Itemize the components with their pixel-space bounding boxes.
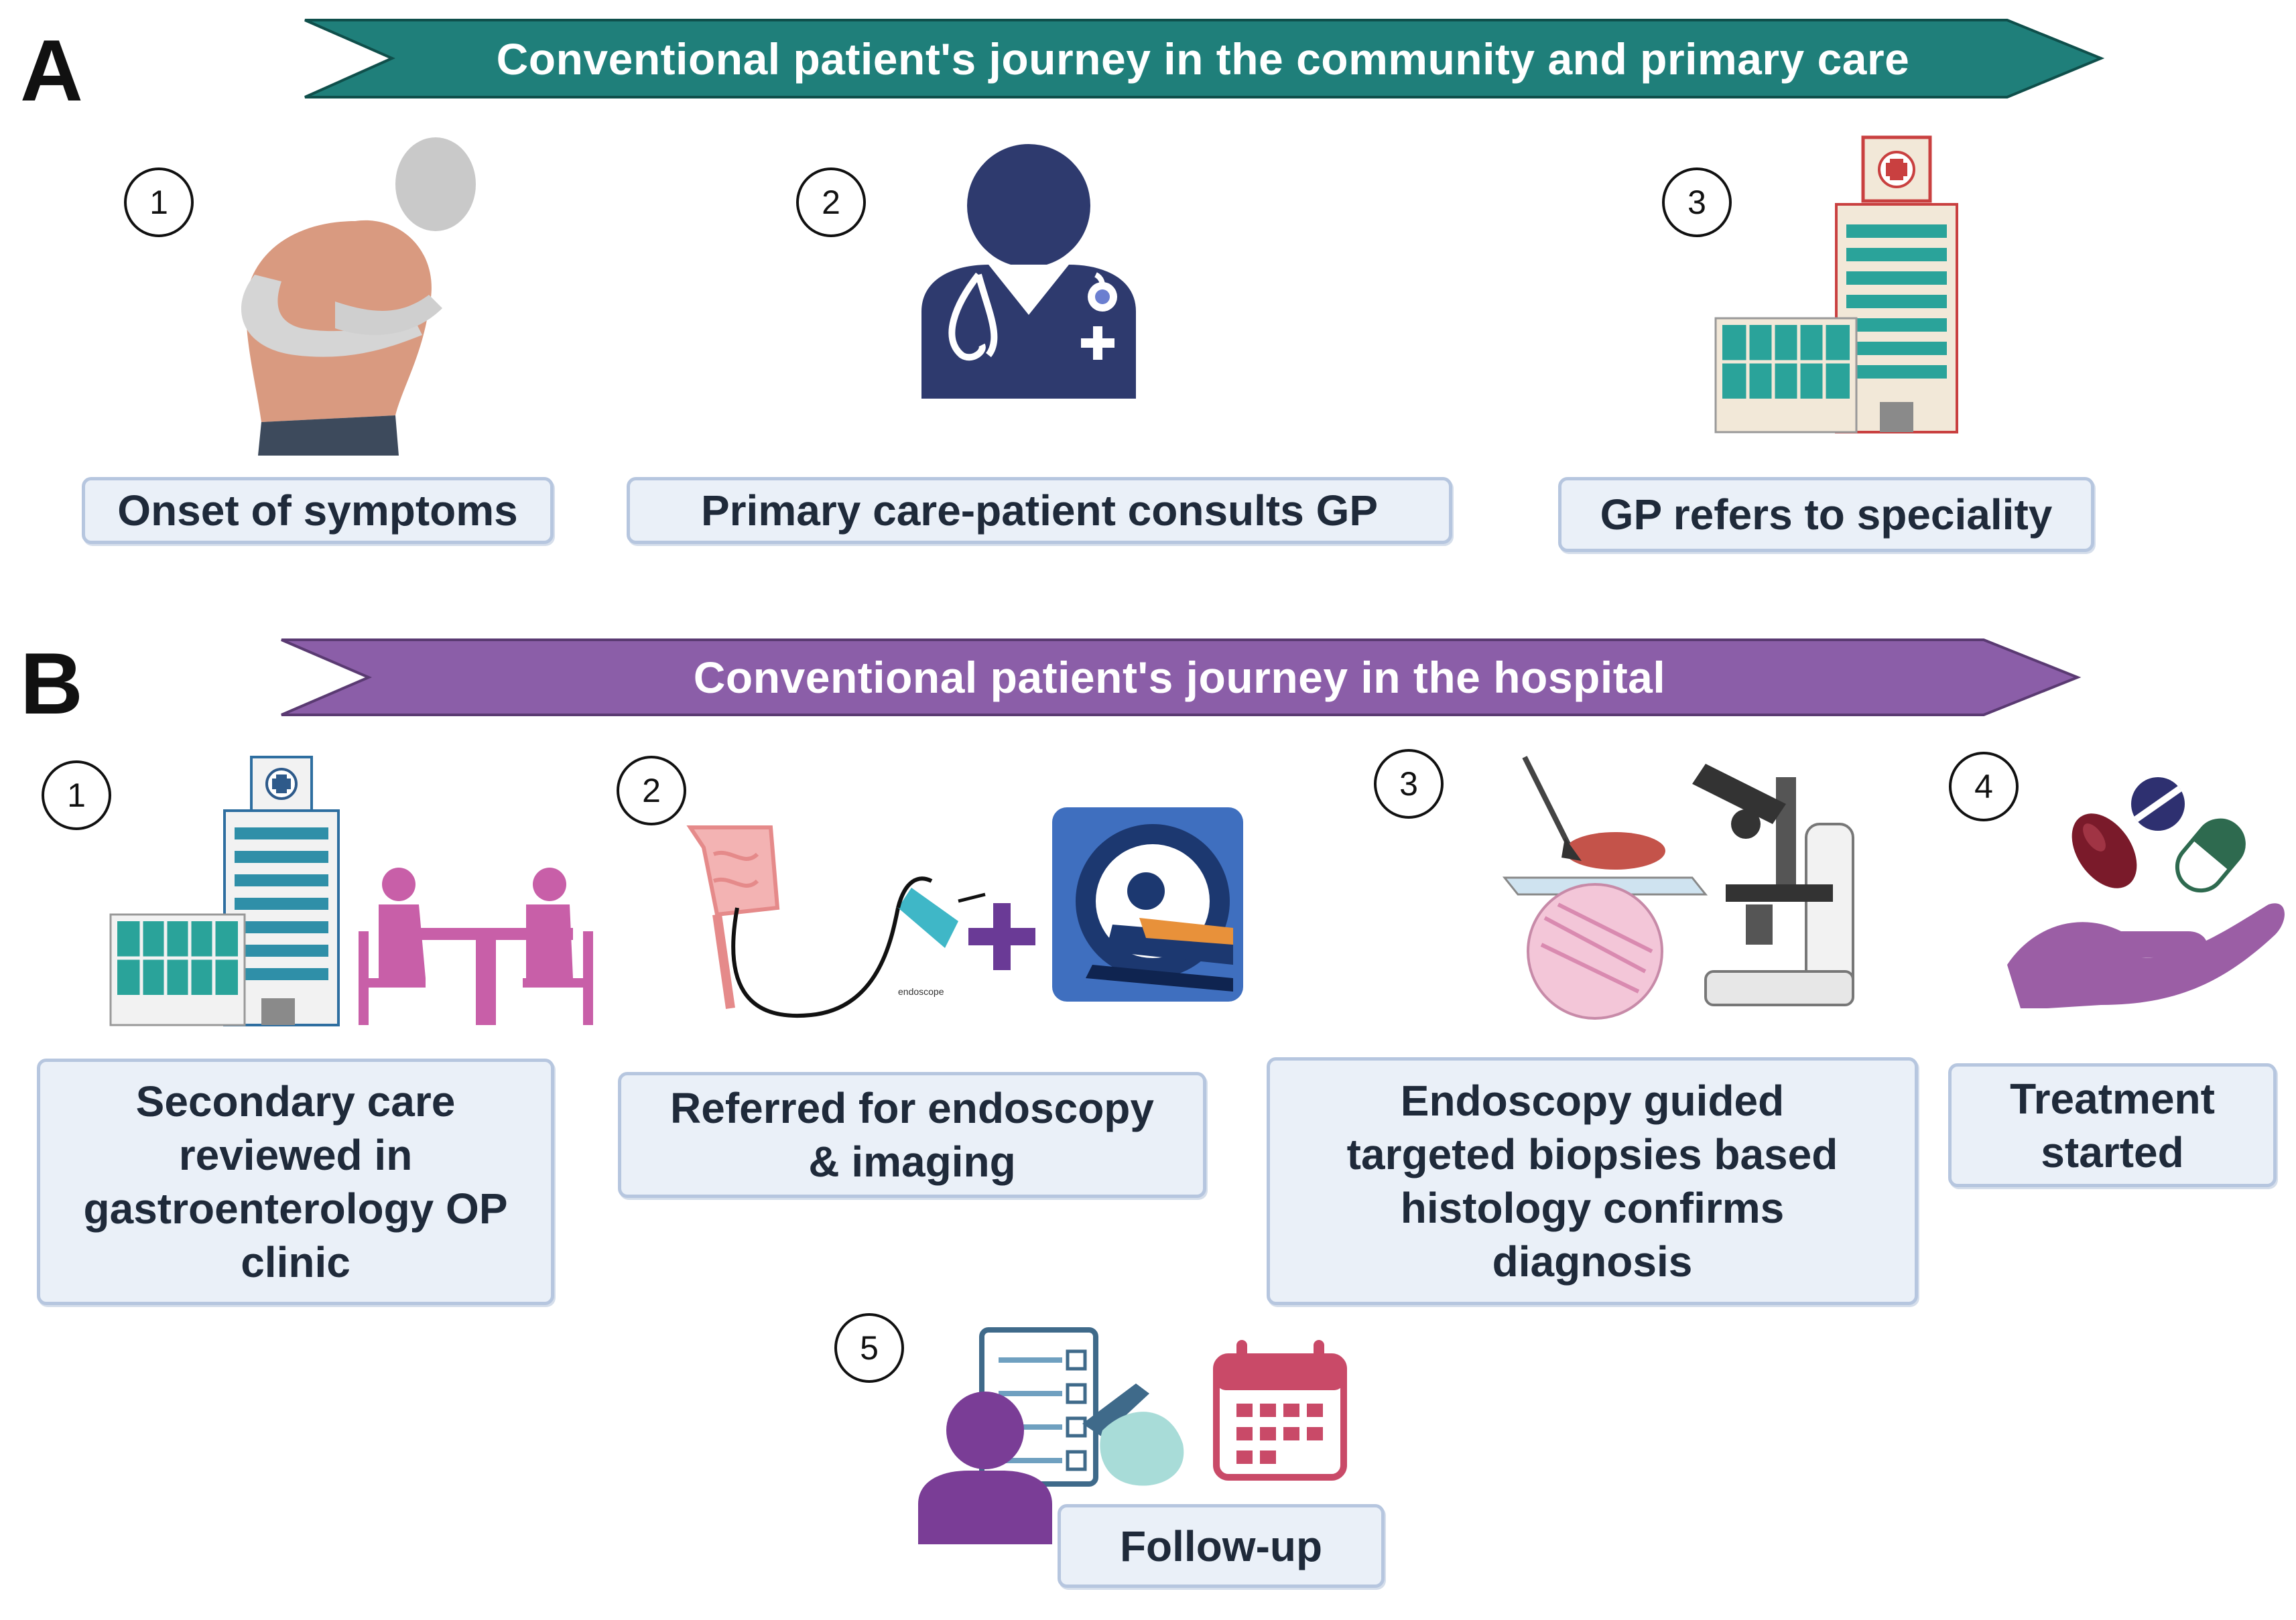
label-line: started <box>2041 1128 2184 1176</box>
banner-arrow-shape <box>304 19 2105 98</box>
doctor-icon <box>921 144 1136 399</box>
follow-up-calendar-icon <box>918 1327 1347 1544</box>
label-line: Endoscopy guided <box>1400 1077 1785 1125</box>
step-label-box: Referred for endoscopy & imaging <box>618 1072 1206 1198</box>
step-number: 1 <box>124 167 194 237</box>
label-line: reviewed in <box>178 1131 413 1179</box>
label-line: & imaging <box>808 1138 1016 1186</box>
step-label-box: Endoscopy guided targeted biopsies based… <box>1267 1057 1918 1305</box>
pills-hand-icon <box>2007 777 2285 1008</box>
section-a-banner-text: Conventional patient's journey in the co… <box>496 33 1910 84</box>
endoscope-caption: endoscope <box>898 986 944 997</box>
step-number: 2 <box>796 167 866 237</box>
step-label-box: Treatment started <box>1948 1063 2277 1187</box>
step-number: 4 <box>1949 752 2019 821</box>
section-b-letter: B <box>20 634 83 732</box>
label-line: gastroenterology OP <box>83 1185 508 1233</box>
hospital-consultation-icon <box>109 756 593 1026</box>
step-number: 5 <box>834 1313 904 1383</box>
step-label-box: Secondary care reviewed in gastroenterol… <box>37 1059 554 1305</box>
label-line: Secondary care <box>135 1077 456 1126</box>
step-label-box: Primary care-patient consults GP <box>627 477 1452 544</box>
hospital-icon <box>1714 135 1958 433</box>
section-b-banner: Conventional patient's journey in the ho… <box>281 638 2082 716</box>
label-line: clinic <box>241 1238 350 1286</box>
section-b-banner-text: Conventional patient's journey in the ho… <box>693 653 1666 702</box>
step-number: 2 <box>617 756 686 825</box>
endoscopy-mri-icon: endoscope <box>686 807 1243 1018</box>
step-label-box: GP refers to speciality <box>1558 477 2094 552</box>
label-line: diagnosis <box>1492 1237 1693 1286</box>
step-number: 3 <box>1374 749 1444 819</box>
step-number: 1 <box>42 760 111 830</box>
step-number: 3 <box>1662 167 1732 237</box>
patient-abdominal-pain-icon <box>241 137 476 456</box>
microscope-biopsy-icon <box>1502 756 1854 1020</box>
label-line: targeted biopsies based <box>1346 1130 1838 1178</box>
section-a-banner: Conventional patient's journey in the co… <box>304 19 2105 98</box>
label-line: histology confirms <box>1400 1184 1785 1232</box>
label-line: Treatment <box>2010 1074 2215 1123</box>
step-label-box: Onset of symptoms <box>82 477 554 544</box>
label-line: Referred for endoscopy <box>670 1084 1154 1132</box>
section-a-letter: A <box>20 21 83 119</box>
step-label-box: Follow-up <box>1058 1504 1385 1588</box>
banner-arrow-shape <box>281 638 2082 716</box>
